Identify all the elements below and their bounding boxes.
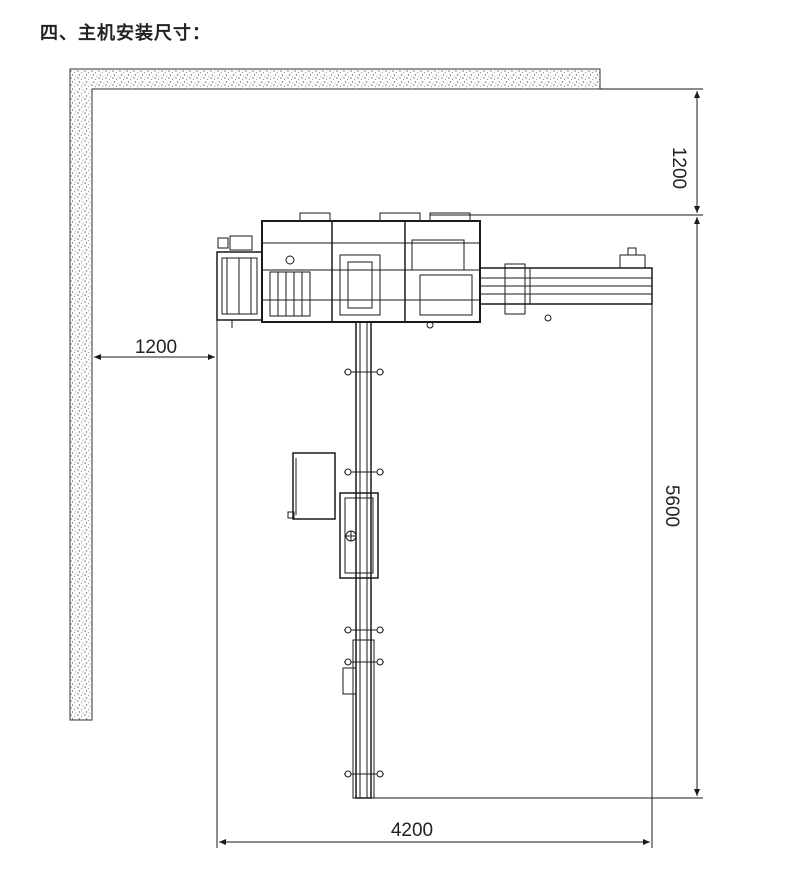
right-infeed-conveyor	[479, 247, 653, 322]
labeler-unit	[339, 492, 379, 579]
page-title: 四、主机安装尺寸：	[40, 23, 211, 44]
total-length-label: 5600	[661, 485, 682, 527]
left-motor-unit	[216, 235, 263, 328]
dimension-total-length: 5600	[661, 217, 700, 796]
main-machine	[261, 212, 481, 329]
output-conveyor	[352, 321, 375, 799]
wall	[69, 68, 601, 721]
lower-box	[342, 667, 357, 695]
dimension-top-clearance: 1200	[668, 91, 700, 213]
dimension-total-width: 4200	[219, 820, 650, 845]
total-width-label: 4200	[391, 820, 433, 841]
left-clearance-label: 1200	[135, 337, 177, 358]
top-clearance-label: 1200	[668, 147, 689, 189]
conveyor-supports	[344, 368, 384, 778]
extension-lines	[216, 88, 703, 848]
side-cabinet	[287, 452, 336, 520]
dimension-left-clearance: 1200	[94, 337, 215, 360]
